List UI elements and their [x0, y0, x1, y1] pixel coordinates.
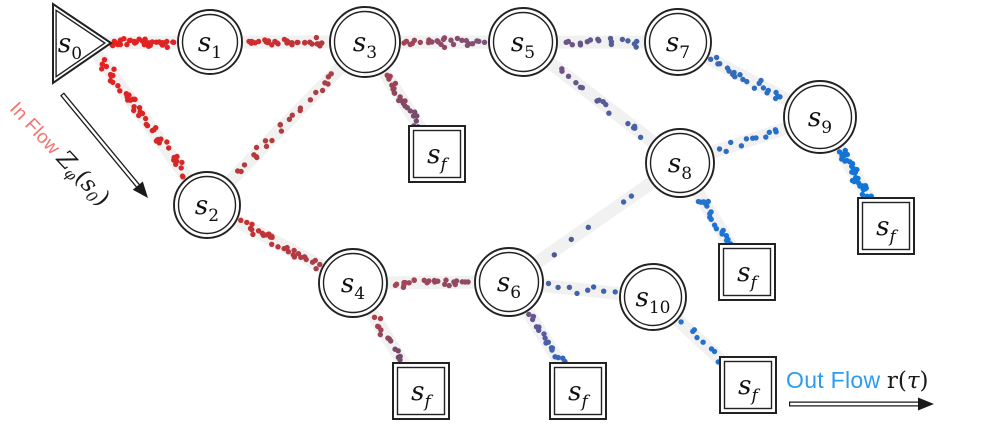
edge-s5-s7-dots — [563, 35, 640, 50]
edge-s3-sf1-dots — [384, 72, 421, 130]
edge-s0-s1-dots — [109, 36, 177, 50]
out-flow-text: Out Flow — [786, 367, 881, 393]
edge-s6-s10-dots — [545, 280, 618, 297]
edge-s3-s5-dots — [401, 35, 488, 51]
in-flow-arrow — [60, 92, 148, 198]
edge-s6-s8-dots — [551, 193, 635, 258]
edge-s9-sf6-dots — [836, 147, 874, 201]
edge-s2-s4-dots — [238, 217, 323, 272]
node-sf2 — [392, 362, 450, 420]
edge-s2-s3-dots — [235, 71, 334, 175]
out-flow-label: Out Flow r(τ) — [786, 369, 929, 393]
node-s10 — [619, 263, 687, 331]
node-s1 — [177, 9, 243, 75]
edge-s8-s9-dots — [716, 127, 779, 155]
edge-s4-sf2-dots — [371, 314, 403, 363]
edge-s0-s2-dots — [99, 57, 186, 180]
node-s9 — [783, 80, 857, 154]
node-s8 — [645, 128, 715, 198]
node-s4 — [318, 248, 388, 318]
edge-s1-s3-dots — [246, 34, 325, 49]
node-s5 — [488, 7, 558, 77]
edge-s5-s8-dots — [559, 66, 644, 140]
out-flow-arrow — [789, 397, 934, 411]
node-sf3 — [549, 362, 607, 420]
node-s7 — [644, 8, 712, 76]
edge-s2-s3-band — [200, 35, 372, 212]
node-sf4 — [718, 243, 776, 301]
node-sf5 — [719, 356, 777, 414]
edge-s4-s6-dots — [392, 277, 471, 290]
out-flow-formula: r(τ) — [886, 368, 929, 394]
node-sf6 — [857, 197, 915, 255]
edge-s6-sf3-dots — [526, 311, 568, 365]
node-s6 — [474, 247, 544, 317]
node-sf1 — [408, 125, 466, 183]
node-s2 — [173, 171, 241, 239]
edge-s8-sf4-dots — [695, 198, 734, 247]
node-s0 — [52, 2, 113, 85]
edge-s7-s9-dots — [708, 54, 783, 102]
node-s3 — [329, 6, 401, 78]
